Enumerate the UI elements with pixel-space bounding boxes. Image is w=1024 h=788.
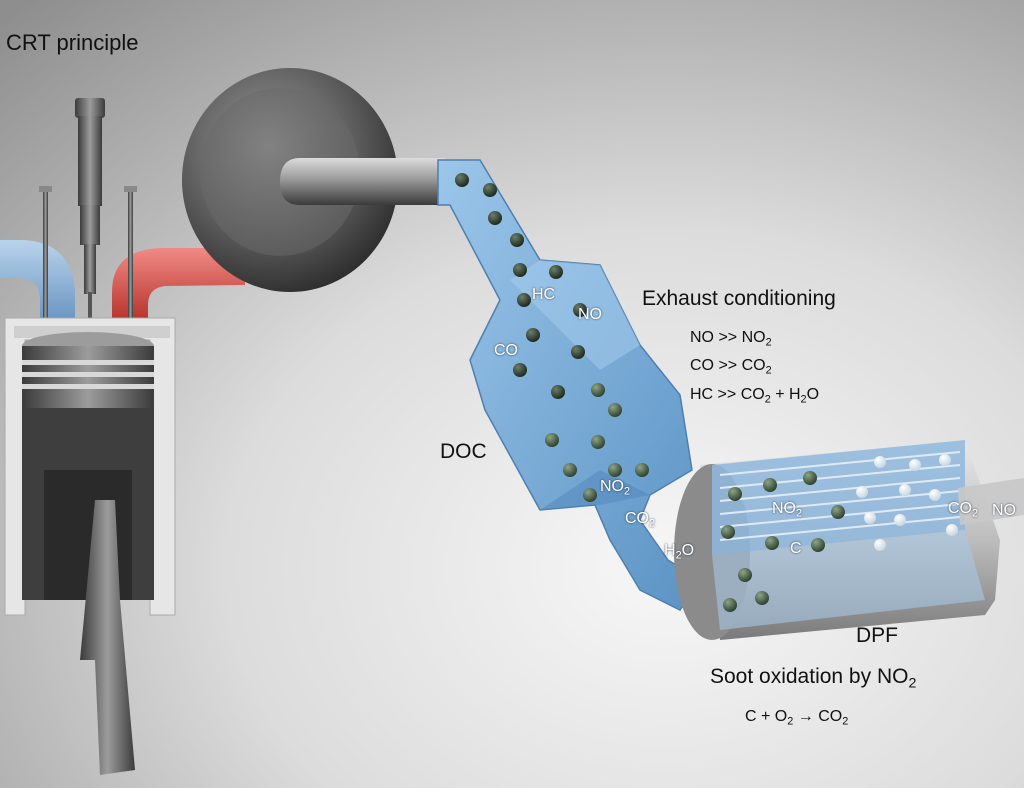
co2-bubble xyxy=(899,484,911,496)
doc-reactions: NO >> NO2 CO >> CO2 HC >> CO2 + H2O xyxy=(690,326,819,411)
soot-particle xyxy=(563,463,577,477)
soot-particle xyxy=(591,383,605,397)
dpf-reaction: C + O2 → CO2 xyxy=(745,708,849,728)
co2-bubble xyxy=(874,456,886,468)
soot-particle xyxy=(763,478,777,492)
turbo-outlet-pipe xyxy=(280,158,445,205)
soot-particle xyxy=(551,385,565,399)
co2-bubble xyxy=(939,454,951,466)
dpf-gas-no-out: NO xyxy=(992,502,1016,519)
gas-co2: CO2 xyxy=(625,510,656,530)
gas-no: NO xyxy=(578,306,602,323)
fuel-injector xyxy=(75,98,105,322)
soot-particle xyxy=(755,591,769,605)
soot-particle xyxy=(608,463,622,477)
soot-particle xyxy=(738,568,752,582)
soot-particle xyxy=(591,435,605,449)
soot-particle xyxy=(545,433,559,447)
soot-particle xyxy=(513,363,527,377)
soot-particle xyxy=(803,471,817,485)
dpf-filter xyxy=(674,440,1024,640)
connecting-rod xyxy=(80,500,135,775)
particles xyxy=(455,173,958,612)
doc-label: DOC xyxy=(440,440,487,463)
gas-h2o: H2O xyxy=(664,542,695,562)
soot-particle xyxy=(483,183,497,197)
doc-catalyst xyxy=(437,159,702,611)
exhaust-conditioning-label: Exhaust conditioning xyxy=(642,287,836,310)
dpf-gas-c: C xyxy=(790,540,802,557)
soot-particle xyxy=(513,263,527,277)
intake-valve xyxy=(39,186,52,318)
soot-particle xyxy=(635,463,649,477)
reaction-no: NO >> NO2 xyxy=(690,329,772,349)
reaction-co: CO >> CO2 xyxy=(690,357,772,377)
soot-particle xyxy=(488,211,502,225)
co2-bubble xyxy=(909,459,921,471)
soot-particle xyxy=(573,303,587,317)
soot-particle xyxy=(721,525,735,539)
soot-particle xyxy=(510,233,524,247)
exhaust-manifold xyxy=(112,248,245,320)
co2-bubble xyxy=(894,514,906,526)
dpf-label: DPF xyxy=(856,624,898,647)
soot-particle xyxy=(608,403,622,417)
gas-hc: HC xyxy=(532,286,556,303)
soot-particle xyxy=(831,505,845,519)
soot-oxidation-label: Soot oxidation by NO2 xyxy=(710,665,917,692)
co2-bubble xyxy=(864,512,876,524)
soot-particle xyxy=(455,173,469,187)
co2-bubble xyxy=(874,539,886,551)
exhaust-valve xyxy=(124,186,137,318)
soot-particle xyxy=(526,328,540,342)
co2-bubble xyxy=(946,524,958,536)
piston xyxy=(22,332,154,600)
dpf-gas-co2: CO2 xyxy=(948,500,979,520)
gas-no2: NO2 xyxy=(600,478,631,498)
soot-particle xyxy=(811,538,825,552)
soot-particle xyxy=(583,488,597,502)
soot-particle xyxy=(728,487,742,501)
soot-particle xyxy=(723,598,737,612)
soot-particle xyxy=(571,345,585,359)
soot-particle xyxy=(549,265,563,279)
co2-bubble xyxy=(856,486,868,498)
diagram-title: CRT principle xyxy=(6,30,139,55)
dpf-gas-no2: NO2 xyxy=(772,500,803,520)
reaction-hc: HC >> CO2 + H2O xyxy=(690,385,820,405)
intake-pipe xyxy=(0,240,75,318)
co2-bubble xyxy=(929,489,941,501)
soot-particle xyxy=(517,293,531,307)
soot-particle xyxy=(765,536,779,550)
gas-co: CO xyxy=(494,342,518,359)
